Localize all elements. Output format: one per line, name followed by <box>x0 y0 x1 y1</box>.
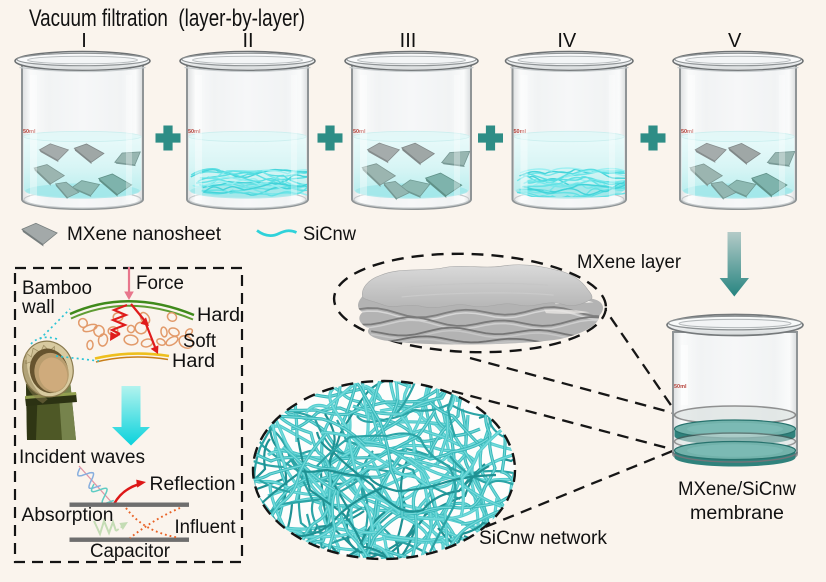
svg-text:II: II <box>242 30 253 52</box>
svg-text:50ml: 50ml <box>514 129 527 135</box>
svg-text:Vacuum filtration (layer-by-l: Vacuum filtration (layer-by-layer) <box>29 5 305 32</box>
svg-text:MXene/SiCnw: MXene/SiCnw <box>678 479 796 500</box>
svg-text:membrane: membrane <box>690 503 784 524</box>
svg-text:MXene nanosheet: MXene nanosheet <box>67 224 222 245</box>
svg-text:Influent: Influent <box>175 517 237 538</box>
svg-text:Soft: Soft <box>183 331 217 352</box>
svg-text:Capacitor: Capacitor <box>90 541 171 562</box>
svg-text:Bamboo: Bamboo <box>22 278 92 299</box>
svg-text:III: III <box>400 30 417 52</box>
svg-text:50ml: 50ml <box>674 384 687 390</box>
svg-text:Reflection: Reflection <box>150 474 236 495</box>
svg-text:Hard: Hard <box>172 351 215 372</box>
svg-text:50ml: 50ml <box>188 129 201 135</box>
svg-text:Force: Force <box>136 273 184 294</box>
svg-text:I: I <box>81 30 87 52</box>
svg-text:wall: wall <box>21 297 55 318</box>
svg-text:Hard: Hard <box>197 305 240 326</box>
svg-text:MXene layer: MXene layer <box>577 252 682 273</box>
svg-text:V: V <box>728 30 742 52</box>
svg-text:50ml: 50ml <box>353 129 366 135</box>
svg-text:SiCnw: SiCnw <box>303 224 356 245</box>
svg-text:Incident waves: Incident waves <box>19 447 145 468</box>
svg-text:Absorption: Absorption <box>22 505 114 526</box>
svg-text:SiCnw network: SiCnw network <box>479 528 607 549</box>
svg-text:IV: IV <box>557 30 577 52</box>
svg-text:50ml: 50ml <box>681 129 694 135</box>
svg-text:50ml: 50ml <box>23 129 36 135</box>
